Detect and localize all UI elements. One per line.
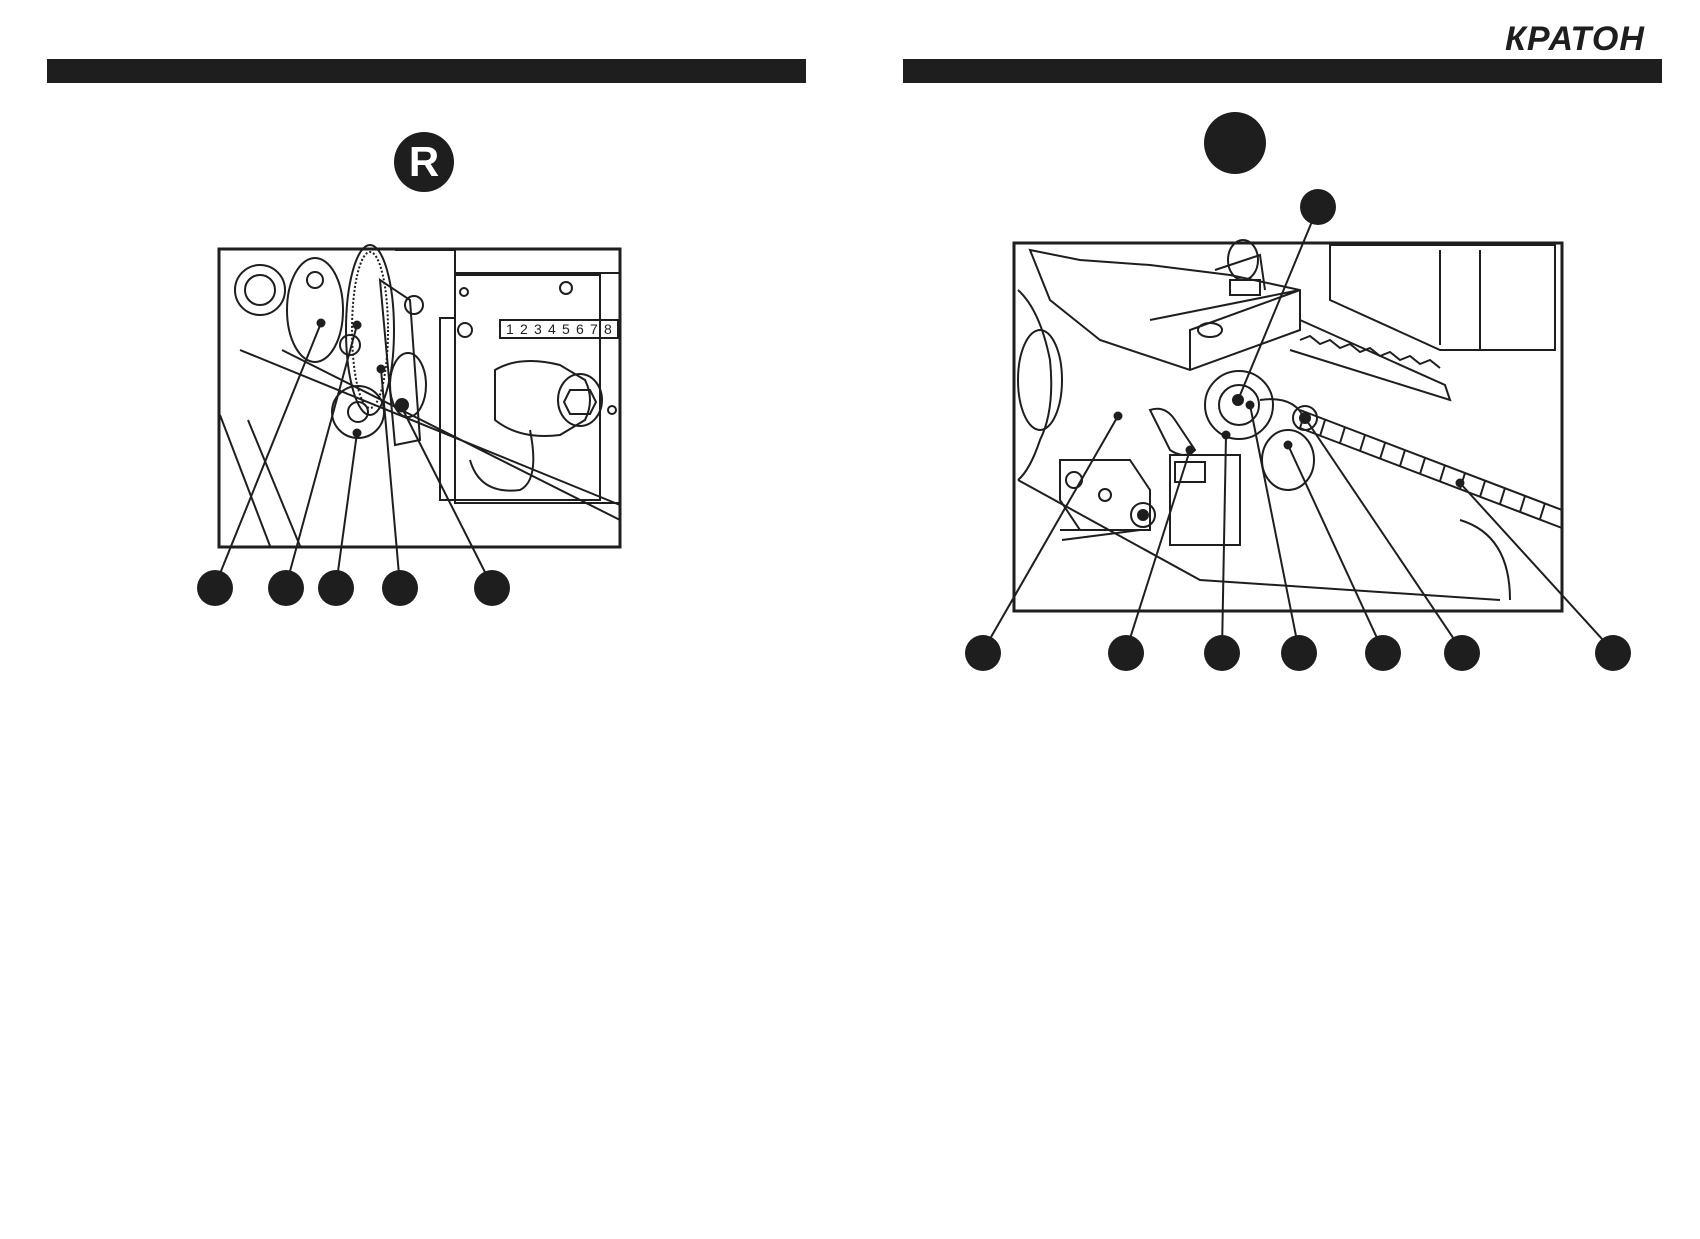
callout-circle-r1 [965,635,1001,671]
callout-circle-r2 [1108,635,1144,671]
figure-marker-r: R [394,132,454,192]
callout-circle-r3 [1204,635,1240,671]
callout-circle-l3 [318,570,354,606]
figure-right-frame [1012,241,1564,613]
brand-logo: КРАТОН [1505,20,1645,58]
callout-circle-r4 [1281,635,1317,671]
figure-right-callouts [965,189,1631,671]
scale-labels: 1 2 3 4 5 6 7 8 [506,321,612,337]
figure-left-leaders [214,318,493,587]
callout-circle-r5 [1365,635,1401,671]
figure-left-callouts [197,570,510,606]
callout-circle-l1 [197,570,233,606]
callout-circle-r7 [1595,635,1631,671]
scale-label-7: 7 [590,321,598,337]
figure-right-leaders [982,206,1614,652]
figure-right [982,206,1614,652]
header-bar-left [47,59,806,83]
callout-circle-l4 [382,570,418,606]
callout-circle-l5 [474,570,510,606]
scale-label-1: 1 [506,321,514,337]
header-bar-right [903,59,1662,83]
figure-left: 1 2 3 4 5 6 7 8 [214,244,622,587]
callout-circle-r6 [1444,635,1480,671]
callout-circle-l2 [268,570,304,606]
scale-label-3: 3 [534,321,542,337]
scale-label-4: 4 [548,321,556,337]
scale-label-8: 8 [604,321,612,337]
callout-circle-r-top [1300,189,1336,225]
scale-label-6: 6 [576,321,584,337]
scale-label-5: 5 [562,321,570,337]
figure-marker-blank [1204,112,1266,174]
scale-label-2: 2 [520,321,528,337]
